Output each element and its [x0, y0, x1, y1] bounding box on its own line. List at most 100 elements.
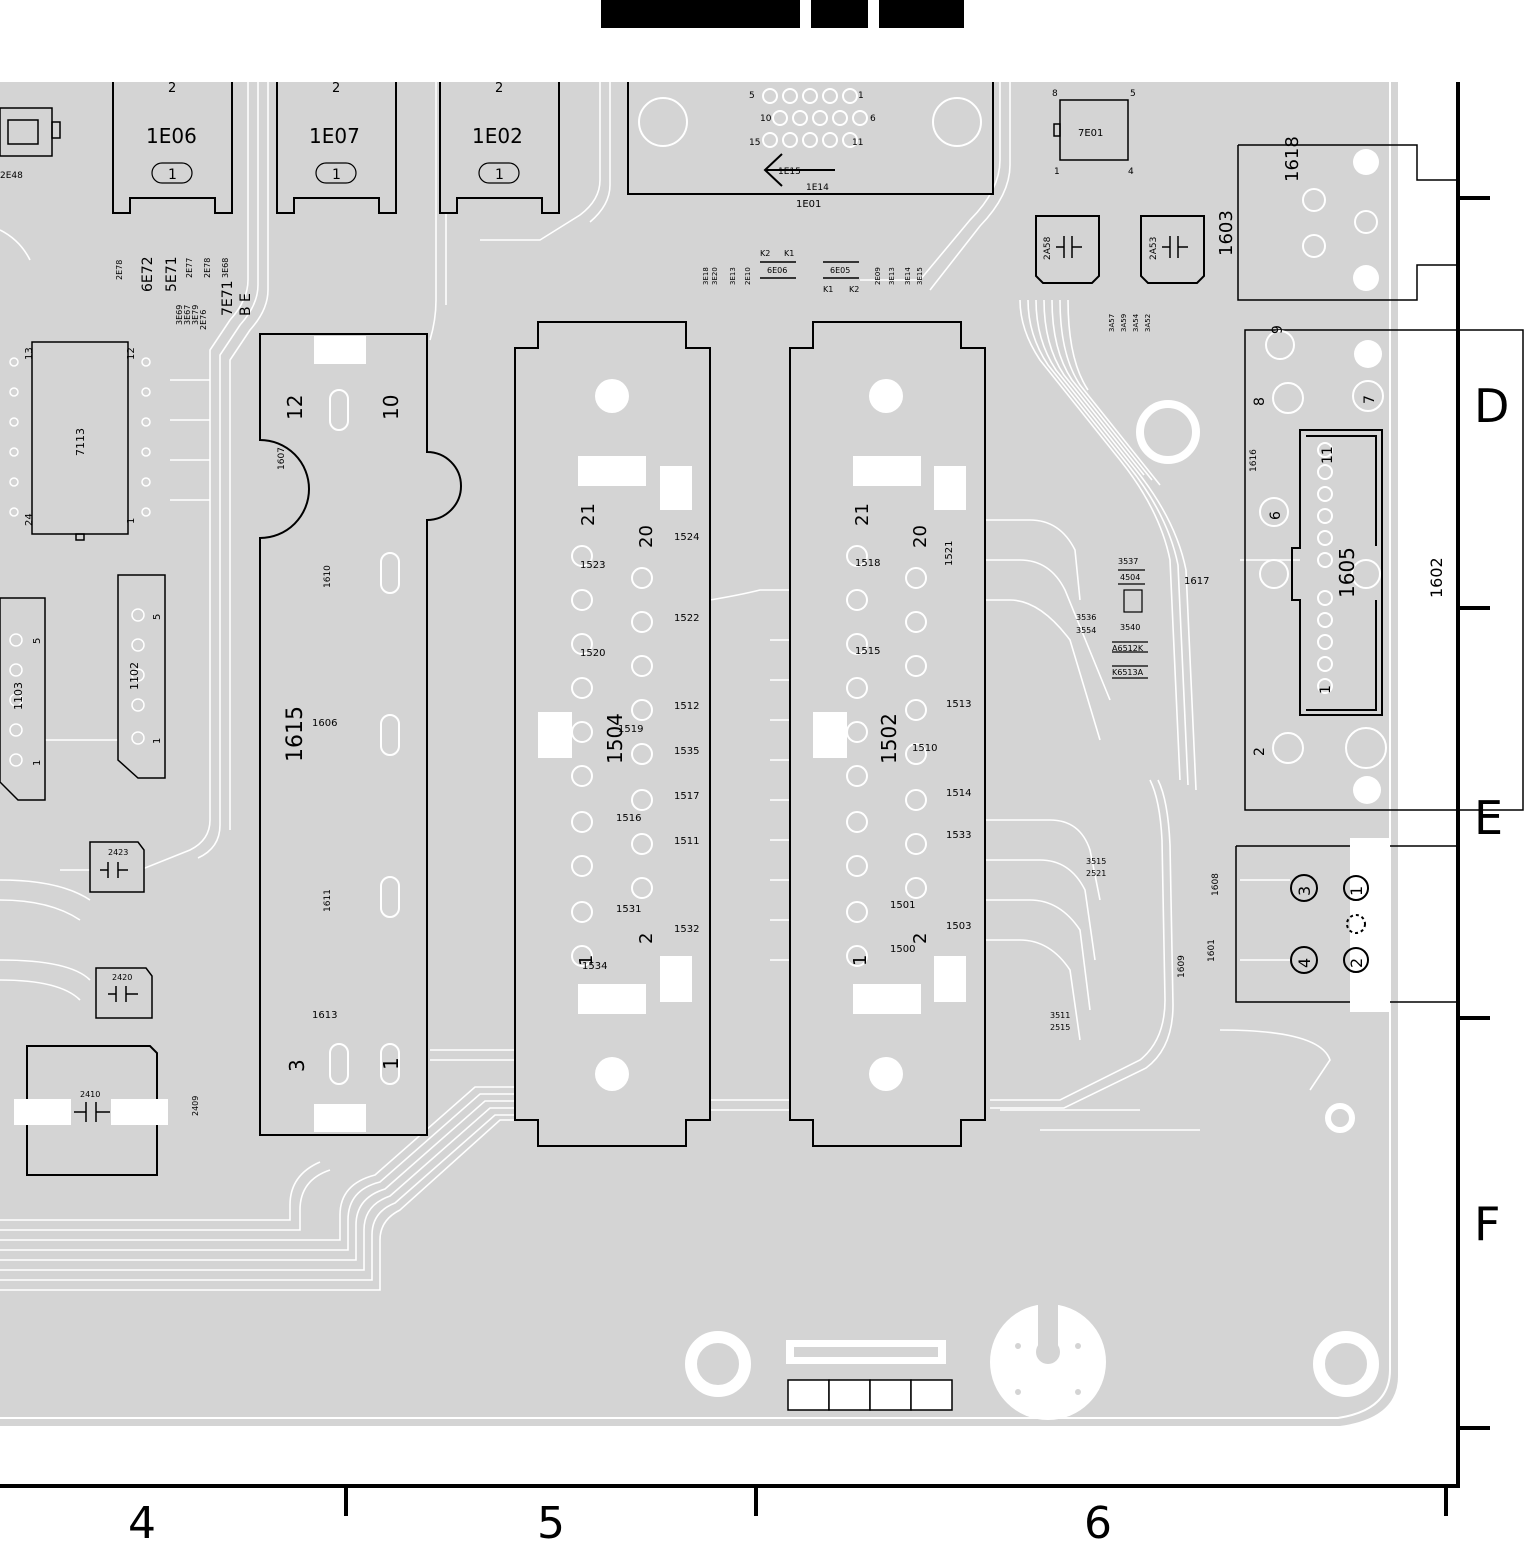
inductor-6E06 [760, 261, 796, 279]
pin-1514: 1514 [946, 788, 971, 799]
label-1504-pin2: 2 [636, 933, 657, 944]
header-block-3 [879, 0, 964, 28]
switch-1E02 [439, 82, 560, 214]
label-1504-pin1: 1 [576, 955, 597, 966]
connector-1103-pads [9, 633, 23, 767]
connector-1504 [514, 321, 711, 1147]
label-3554: 3554 [1076, 626, 1096, 635]
pin-1533: 1533 [946, 830, 971, 841]
ref-left-6: 2E78 [203, 258, 212, 278]
pin-1513: 1513 [946, 699, 971, 710]
switch-1E07 [276, 82, 397, 214]
connector-1502-pins [846, 545, 927, 967]
label-1E07-pin2: 2 [332, 81, 340, 96]
pin-1520: 1520 [580, 648, 605, 659]
inductor-6E05 [823, 261, 859, 279]
label-1615-pin3: 3 [285, 1059, 309, 1072]
ref-right-3: 3A52 [1144, 314, 1152, 332]
connector-1602-outline [1244, 329, 1524, 811]
label-1103-pin1: 1 [32, 760, 43, 766]
label-2410: 2410 [80, 1090, 100, 1099]
label-1606: 1606 [312, 718, 337, 729]
connector-1618 [1237, 144, 1456, 301]
label-1618: 1618 [1282, 136, 1303, 182]
connector-1615-slots [329, 389, 400, 1085]
grid-frame [0, 82, 1490, 1516]
pin-1535: 1535 [674, 746, 699, 757]
label-1603: 1603 [1216, 210, 1237, 256]
connector-dsub-features [638, 88, 982, 148]
label-1E06: 1E06 [146, 124, 197, 148]
label-3537: 3537 [1118, 557, 1138, 566]
connector-1605 [1291, 429, 1383, 716]
pins-1504-labels: 1524 1523 1522 1520 1512 1519 1535 1517 … [580, 532, 699, 972]
connector-1615-inner [314, 336, 366, 1132]
pin-1503: 1503 [946, 921, 971, 932]
label-7E01-pin8: 8 [1052, 89, 1058, 99]
label-K6513A: K6513A [1112, 668, 1144, 677]
label-1605-pin11: 11 [1320, 446, 1336, 464]
label-1502-pin21: 21 [852, 503, 873, 526]
label-1617: 1617 [1184, 576, 1209, 587]
switch-1E06 [112, 82, 233, 214]
label-7113-pin24: 24 [24, 513, 35, 526]
grid-row-E: E [1474, 791, 1503, 845]
label-small-pin2: 2 [1347, 958, 1366, 968]
label-1609: 1609 [1177, 955, 1187, 978]
dsub-pin15: 15 [749, 138, 760, 148]
header-block-2 [811, 0, 868, 28]
ic-7E01 [1053, 99, 1129, 161]
label-2515: 2515 [1050, 1023, 1070, 1032]
connector-1102 [117, 574, 166, 779]
label-1615-pin1: 1 [379, 1057, 403, 1070]
label-6E05: 6E05 [830, 266, 850, 275]
label-2423: 2423 [108, 848, 128, 857]
label-K1-a: K1 [784, 249, 794, 258]
connector-dsub [627, 82, 994, 195]
pin-1531: 1531 [616, 904, 641, 915]
connector-1102-pads [131, 608, 145, 745]
label-1E14: 1E14 [806, 183, 829, 193]
pin-1515: 1515 [855, 646, 880, 657]
label-1605-pin8: 8 [1252, 397, 1268, 406]
connector-1504-pins [571, 545, 653, 967]
label-7E71: 7E71 [220, 280, 236, 316]
connector-1601-pins [1290, 874, 1369, 974]
ref-mid-2: 3E13 [729, 267, 737, 285]
ref-mid-7: 3E15 [916, 267, 924, 285]
grid-row-F: F [1474, 1197, 1500, 1251]
label-4504: 4504 [1120, 573, 1140, 582]
ref-left-5: 2E77 [185, 258, 194, 278]
label-5E71: 5E71 [164, 256, 180, 292]
label-1504: 1504 [603, 713, 627, 764]
label-1504-pin21: 21 [578, 503, 599, 526]
label-1616: 1616 [1249, 449, 1259, 472]
label-1615: 1615 [283, 706, 308, 762]
ref-mid-4: 2E09 [874, 267, 882, 285]
pin-1512: 1512 [674, 701, 699, 712]
label-1607: 1607 [277, 447, 287, 470]
ref-left-7: 3E68 [221, 258, 230, 278]
ic-7113 [31, 341, 129, 541]
connector-1605-pads [1353, 340, 1382, 804]
label-1E02: 1E02 [472, 124, 523, 148]
dsub-pin1: 1 [858, 91, 864, 101]
pin-1517: 1517 [674, 791, 699, 802]
label-K2-b: K2 [849, 285, 859, 294]
label-1602: 1602 [1427, 557, 1446, 598]
label-7E01-pin5: 5 [1130, 89, 1136, 99]
label-BE: B E [238, 293, 254, 316]
ref-left-0: 2E78 [115, 260, 124, 280]
label-1E15: 1E15 [778, 167, 801, 177]
label-2A53: 2A53 [1149, 237, 1159, 260]
label-1601: 1601 [1207, 939, 1217, 962]
dsub-pin5: 5 [749, 91, 755, 101]
label-1E07-pin1: 1 [332, 167, 341, 183]
label-1504-pin20: 20 [636, 525, 657, 548]
pin-1518: 1518 [855, 558, 880, 569]
label-6E72: 6E72 [140, 256, 156, 292]
label-1615-pin12: 12 [283, 395, 307, 420]
label-7E01-pin4: 4 [1128, 167, 1134, 177]
pin-1521: 1521 [944, 541, 955, 566]
label-K1-b: K1 [823, 285, 833, 294]
